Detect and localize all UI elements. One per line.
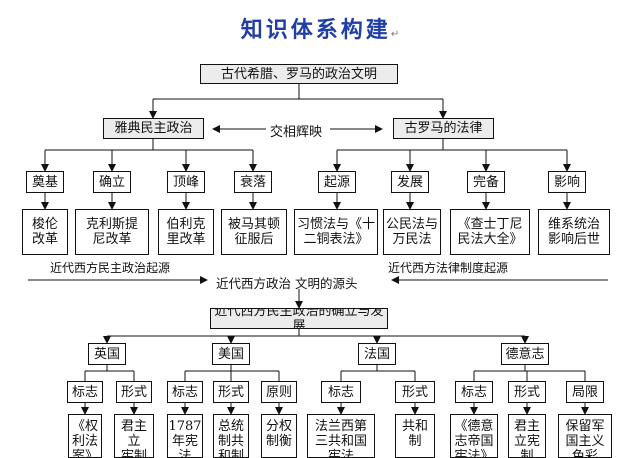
england-item-1: 标志 (67, 381, 103, 403)
source-label: 近代西方政治 文明的源头 (216, 276, 358, 291)
usa-detail-3: 分权 制衡 (261, 414, 297, 458)
france-item-1: 标志 (321, 381, 361, 403)
usa-item-3: 原则 (261, 381, 297, 403)
germany-detail-3: 保留军 国主义 色彩 (558, 414, 612, 458)
modern-democracy-node: 近代西方民主政治的确立与发展 (210, 308, 388, 329)
roman-law-node: 古罗马的法律 (393, 118, 494, 139)
rome-detail-2: 公民法与 万民法 (383, 209, 441, 255)
germany-item-1: 标志 (455, 381, 493, 403)
return-mark-icon: ↵ (390, 29, 400, 40)
usa-detail-1: 1787 年宪 法 (167, 414, 203, 458)
germany-item-2: 形式 (508, 381, 546, 403)
athens-stage-1: 奠基 (26, 171, 64, 193)
england-detail-2: 君主立 宪制 (114, 414, 154, 458)
france-detail-2: 共和 制 (395, 414, 435, 458)
germany-detail-2: 君主 立宪 制 (508, 414, 546, 458)
rome-detail-1: 习惯法与《十 二铜表法》 (294, 209, 378, 255)
rome-stage-3: 完备 (467, 171, 505, 193)
usa-item-2: 形式 (213, 381, 249, 403)
page-title: 知识体系构建↵ (240, 18, 400, 43)
country-germany: 德意志 (501, 343, 549, 365)
usa-item-1: 标志 (167, 381, 203, 403)
rome-detail-3: 《查士丁尼 民法大全》 (450, 209, 530, 255)
mutual-label: 交相辉映 (270, 125, 323, 140)
athens-origin-label: 近代西方民主政治起源 (50, 261, 171, 275)
france-detail-1: 法兰西第 三共和国 宪法 (307, 414, 375, 458)
athens-detail-3: 伯利克 里改革 (158, 209, 214, 255)
athens-stage-4: 衰落 (234, 171, 272, 193)
root-node: 古代希腊、罗马的政治文明 (200, 64, 398, 84)
rome-stage-4: 影响 (548, 171, 586, 193)
country-usa: 美国 (212, 343, 250, 365)
athens-stage-2: 确立 (93, 171, 131, 193)
rome-origin-label: 近代西方法律制度起源 (388, 261, 509, 275)
germany-detail-1: 《德意 志帝国 宪法》 (450, 414, 498, 458)
rome-stage-2: 发展 (391, 171, 429, 193)
athens-detail-1: 梭伦 改革 (22, 209, 68, 255)
rome-detail-4: 维系统治 影响后世 (538, 209, 610, 255)
country-england: 英国 (88, 343, 126, 365)
england-detail-1: 《权 利法 案》 (68, 414, 102, 458)
rome-stage-1: 起源 (318, 171, 356, 193)
country-france: 法国 (358, 343, 396, 365)
england-item-2: 形式 (116, 381, 152, 403)
athens-detail-2: 克利斯提 尼改革 (75, 209, 149, 255)
france-item-2: 形式 (395, 381, 435, 403)
athens-democracy-node: 雅典民主政治 (103, 118, 204, 139)
athens-detail-4: 被马其顿 征服后 (221, 209, 287, 255)
germany-item-3: 局限 (566, 381, 604, 403)
usa-detail-2: 总统 制共 和制 (213, 414, 249, 458)
athens-stage-3: 顶峰 (167, 171, 205, 193)
